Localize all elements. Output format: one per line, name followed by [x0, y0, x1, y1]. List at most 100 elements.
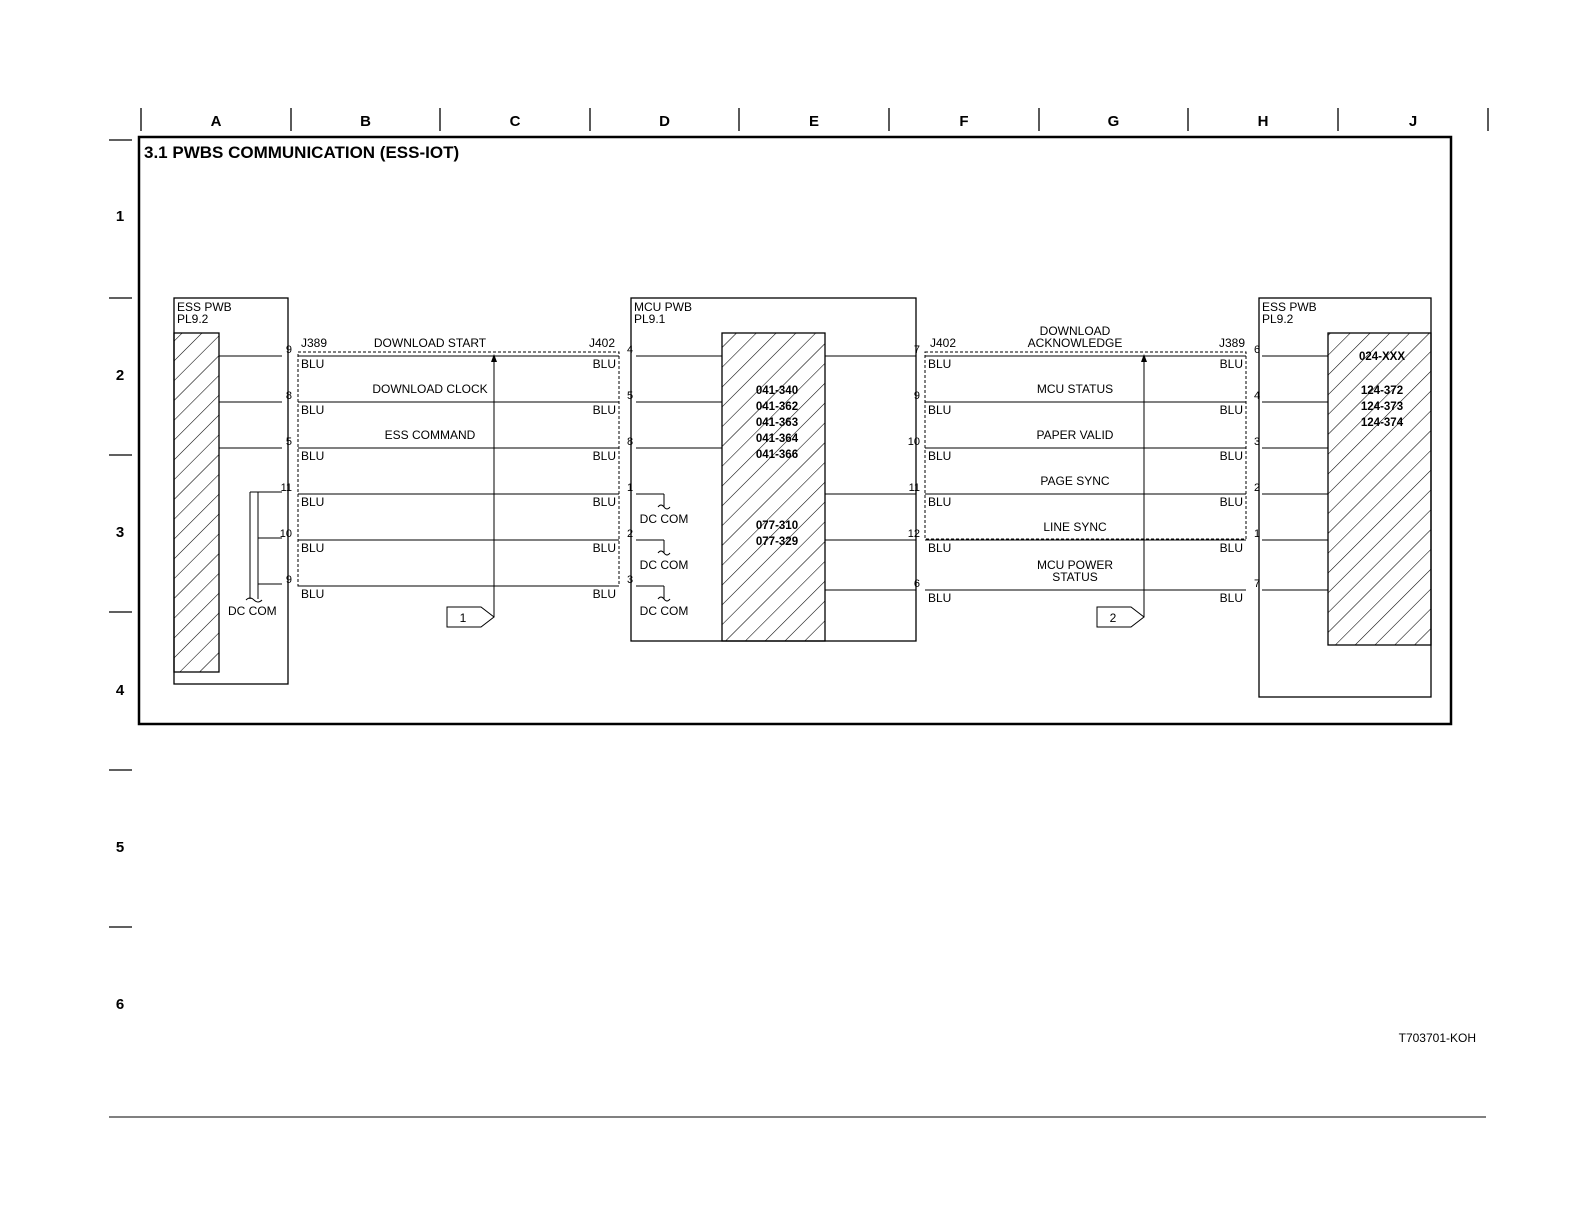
wire-color: BLU [1220, 403, 1243, 417]
diagram-border [137, 135, 1453, 726]
pin-number: 10 [908, 436, 920, 448]
wire-color: BLU [301, 541, 324, 555]
row-header-4: 4 [116, 682, 125, 699]
ess-left-hatched-board [173, 332, 220, 673]
mcu-dc-com-grounds: DC COM DC COM DC COM [636, 493, 689, 618]
row-header-2: 2 [116, 367, 124, 384]
wire-color: BLU [301, 449, 324, 463]
mcu-fault-code: 041-363 [756, 417, 798, 429]
connector-j402-left: J402 [589, 336, 615, 350]
row-header-1: 1 [116, 208, 124, 225]
marker-2: 2 [1096, 354, 1147, 628]
wire-color: BLU [301, 357, 324, 371]
pin-number: 3 [627, 574, 633, 586]
mcu-name: MCU PWB [634, 300, 692, 314]
mcu-fault-code: 041-364 [756, 433, 799, 445]
row-header-5: 5 [116, 839, 124, 856]
wire-color: BLU [1220, 541, 1243, 555]
wire-color: BLU [1220, 357, 1243, 371]
ess-pwb-left: ESS PWB PL9.2 [173, 297, 289, 685]
row-header-3: 3 [116, 524, 124, 541]
pin-number: 1 [627, 482, 633, 494]
marker-1-label: 1 [460, 611, 467, 625]
pin-number: 2 [627, 528, 633, 540]
connector-j389-left: J389 [301, 336, 327, 350]
signal-name: DOWNLOAD [1040, 324, 1111, 338]
signal-name: PAGE SYNC [1040, 474, 1109, 488]
dc-com-label: DC COM [640, 558, 689, 572]
signal-name: DOWNLOAD START [374, 336, 487, 350]
row-header-6: 6 [116, 996, 124, 1013]
signal-name: ESS COMMAND [385, 428, 476, 442]
wire-color: BLU [593, 587, 616, 601]
signal-name: LINE SYNC [1043, 520, 1107, 534]
drawing-id: T703701-KOH [1399, 1031, 1476, 1045]
wire-color: BLU [1220, 495, 1243, 509]
pin-number: 6 [1254, 344, 1260, 356]
ess-left-ref: PL9.2 [177, 312, 209, 326]
pin-number: 11 [909, 482, 920, 494]
mcu-dc-com: DC COM [636, 539, 689, 572]
mcu-fault-code: 041-366 [756, 449, 798, 461]
wire-color: BLU [928, 495, 951, 509]
mcu-fault-code: 077-329 [756, 536, 798, 548]
mcu-dc-com: DC COM [636, 585, 689, 618]
wire-color: BLU [593, 357, 616, 371]
signal-name: MCU STATUS [1037, 382, 1113, 396]
dc-com-label: DC COM [640, 512, 689, 526]
col-header-j: J [1409, 113, 1417, 130]
wire-color: BLU [593, 541, 616, 555]
mcu-fault-codes-top: 041-340 041-362 041-363 041-364 041-366 [756, 385, 799, 461]
mcu-fault-code: 041-362 [756, 401, 798, 413]
signal-name: DOWNLOAD CLOCK [372, 382, 487, 396]
pin-number: 9 [286, 344, 292, 356]
ess-pwb-right: ESS PWB PL9.2 024-XXX124-372124-373124-3… [1258, 297, 1432, 698]
connector-j389-right: J389 [1219, 336, 1245, 350]
mcu-ref: PL9.1 [634, 312, 666, 326]
pin-number: 1 [1254, 528, 1260, 540]
wire-color: BLU [928, 449, 951, 463]
col-header-f: F [959, 113, 968, 130]
dc-com-label: DC COM [640, 604, 689, 618]
col-header-d: D [659, 113, 670, 130]
ess-right-name: ESS PWB [1262, 300, 1317, 314]
ess-fault-code: 124-372 [1361, 385, 1403, 397]
wire-color: BLU [928, 541, 951, 555]
ess-right-hatched-board [1327, 332, 1432, 646]
mcu-fault-code: 041-340 [756, 385, 798, 397]
signal-name: STATUS [1052, 570, 1098, 584]
ess-fault-code: 024-XXX [1359, 351, 1405, 363]
ess-fault-code: 124-373 [1361, 401, 1403, 413]
col-header-e: E [809, 113, 819, 130]
diagram-title: 3.1 PWBS COMMUNICATION (ESS-IOT) [144, 143, 459, 162]
col-header-b: B [360, 113, 371, 130]
wire-color: BLU [593, 403, 616, 417]
signal-name: ACKNOWLEDGE [1028, 336, 1123, 350]
wire-color: BLU [928, 357, 951, 371]
pin-number: 12 [908, 528, 920, 540]
pin-number: 4 [1254, 390, 1260, 402]
ess-right-ref: PL9.2 [1262, 312, 1294, 326]
pin-number: 10 [280, 528, 292, 540]
wire-color: BLU [301, 587, 324, 601]
marker-1: 1 [446, 354, 497, 628]
pin-number: 7 [1254, 578, 1260, 590]
signal-name: PAPER VALID [1037, 428, 1114, 442]
pin-number: 5 [627, 390, 633, 402]
wire-color: BLU [301, 495, 324, 509]
pin-number: 3 [1254, 436, 1260, 448]
